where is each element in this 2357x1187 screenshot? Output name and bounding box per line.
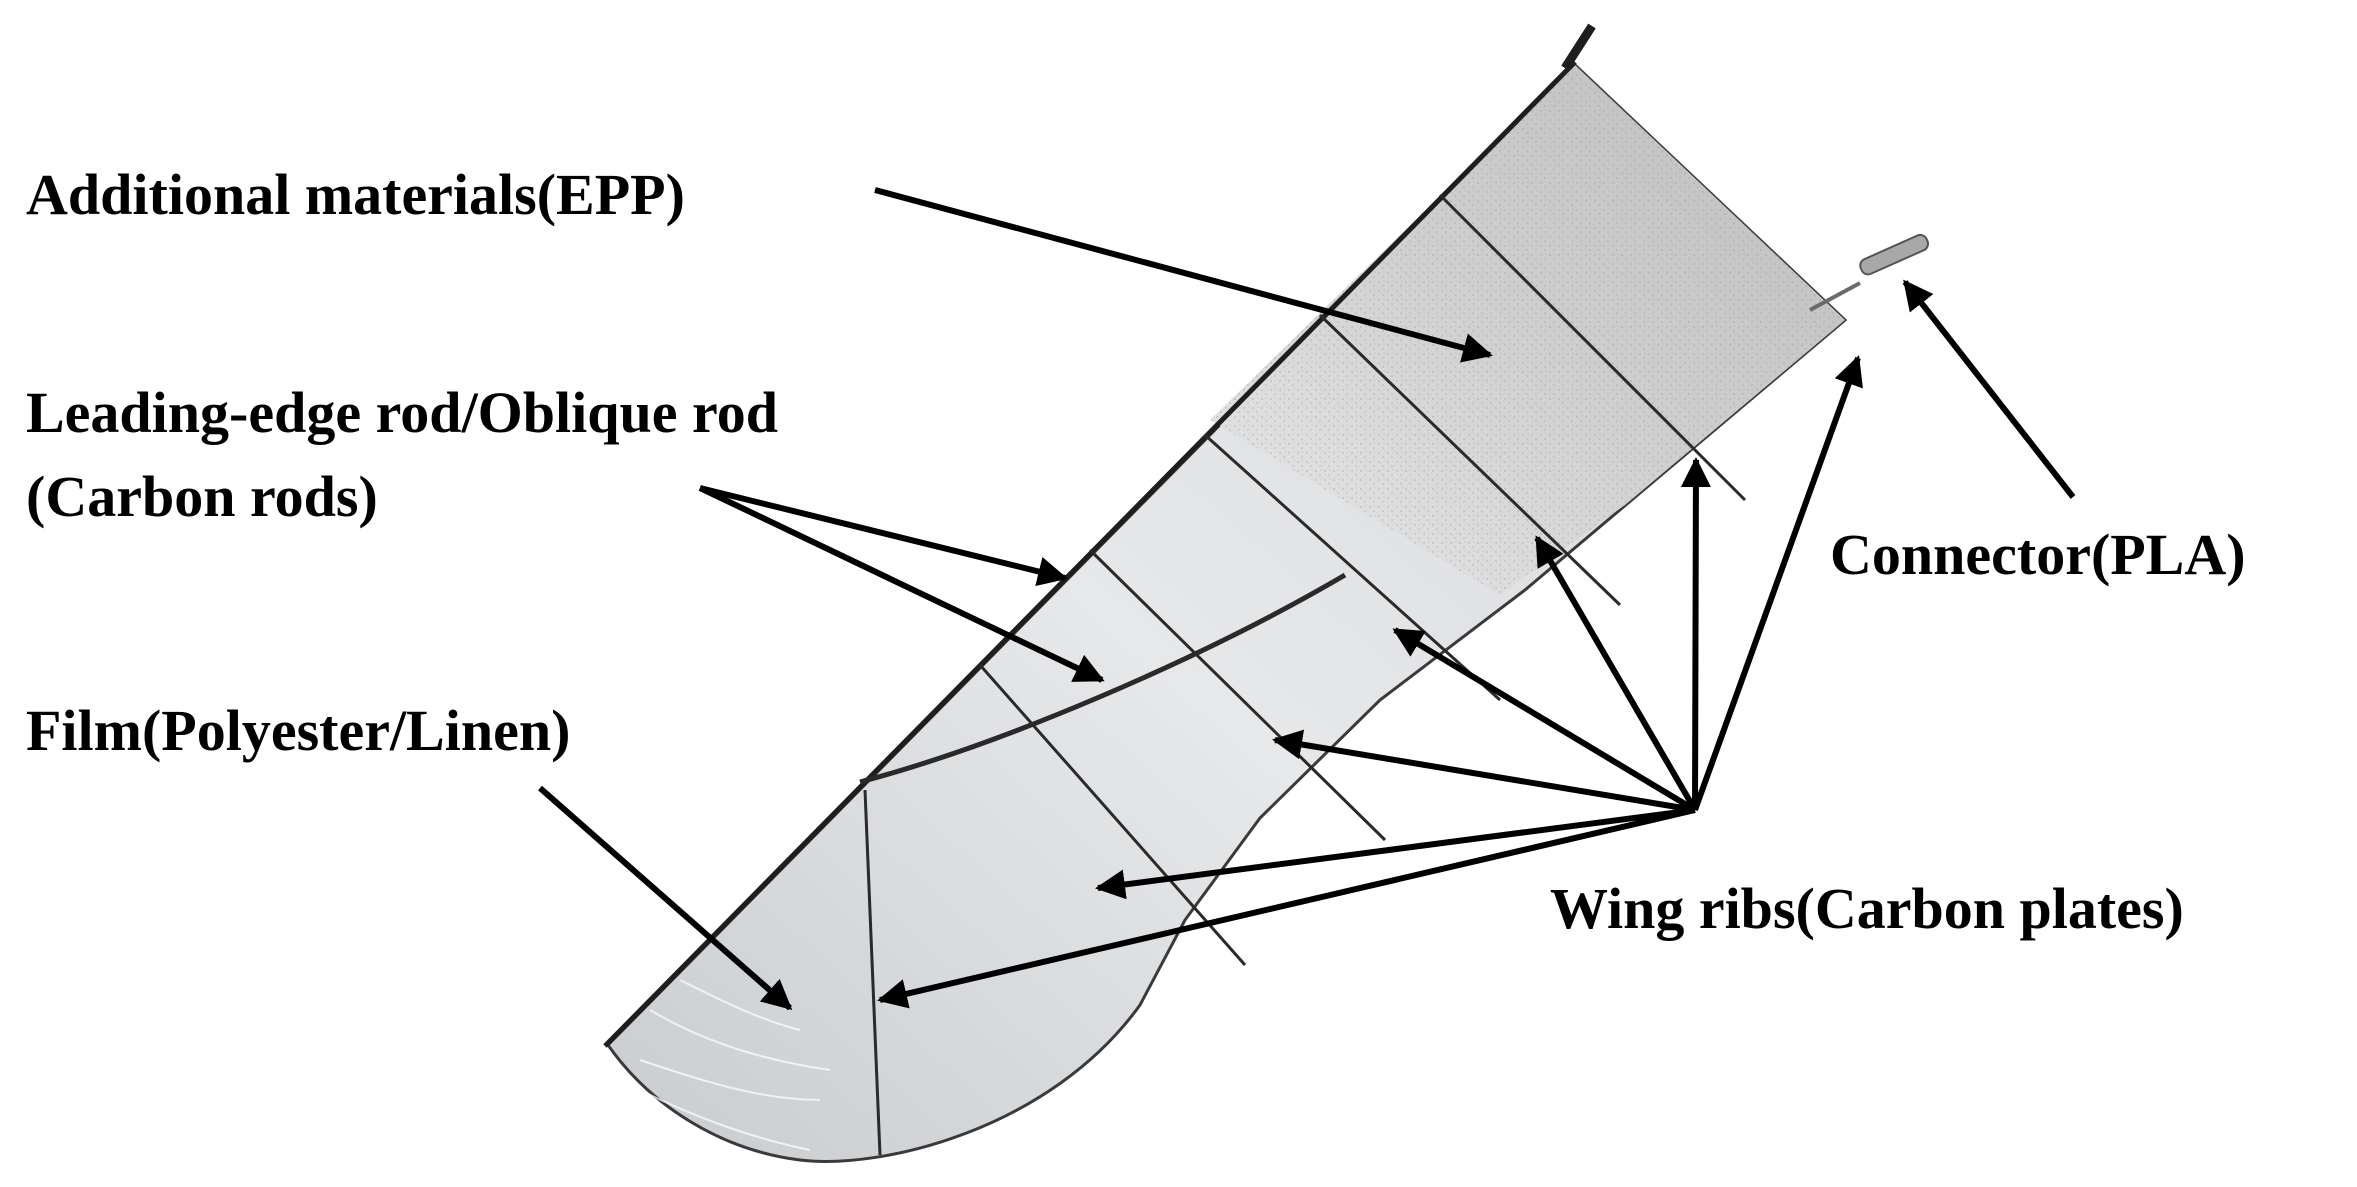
label-carbon-rods: (Carbon rods)	[26, 464, 378, 529]
connector-stub	[1809, 281, 1861, 312]
film-wrinkles	[639, 979, 831, 1151]
annotation-arrows	[538, 187, 2076, 1011]
leading-edge-rod	[603, 60, 1577, 1048]
arrow-rib-1	[1692, 355, 1863, 812]
arrow-rib-6	[1095, 807, 1696, 900]
label-film: Film(Polyester/Linen)	[26, 698, 571, 763]
epp-foam-texture	[1210, 65, 1845, 595]
arrow-rib-4	[1392, 627, 1697, 813]
arrow-film	[538, 785, 793, 1011]
label-leading-edge-rod: Leading-edge rod/Oblique rod	[26, 380, 778, 445]
arrow-rib-7	[877, 807, 1696, 1009]
oblique-rod	[859, 572, 1347, 785]
leading-edge-tip	[1561, 23, 1596, 71]
arrow-additional-materials	[874, 187, 1493, 363]
label-connector: Connector(PLA)	[1830, 522, 2246, 587]
wing-ribs	[863, 193, 1747, 1156]
arrow-rib-2	[1680, 457, 1711, 811]
arrow-rib-3	[1534, 535, 1698, 812]
arrow-rib-5	[1272, 729, 1696, 813]
connector	[1859, 233, 1930, 276]
label-additional-materials: Additional materials(EPP)	[26, 162, 685, 227]
arrow-oblique-rod	[698, 485, 1105, 683]
arrow-connector	[1902, 279, 2076, 499]
label-wing-ribs: Wing ribs(Carbon plates)	[1550, 876, 2184, 941]
arrow-leading-edge-rod	[699, 485, 1068, 587]
